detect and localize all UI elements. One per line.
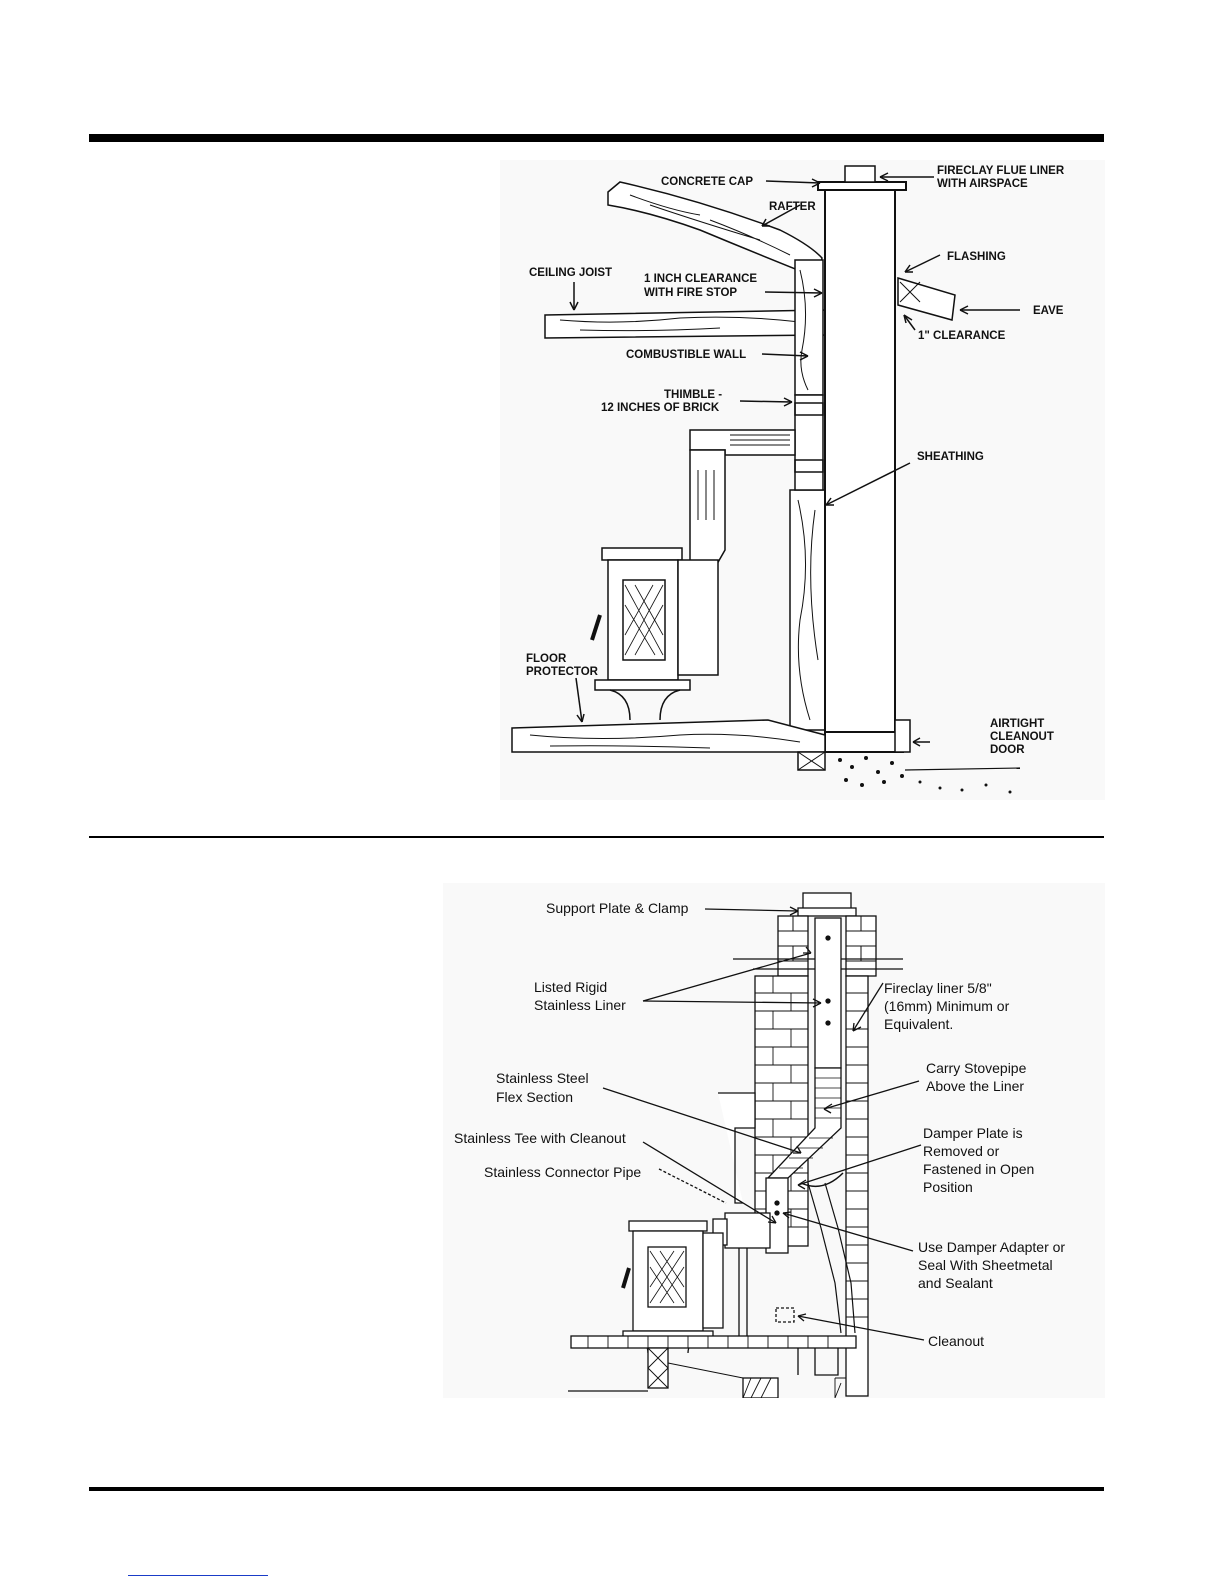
connector-horizontal — [724, 1212, 771, 1249]
label-ceiling-joist: CEILING JOIST — [529, 267, 612, 279]
label-fireclay-2: (16mm) Minimum or — [884, 998, 1010, 1014]
middle-rule — [89, 836, 1104, 838]
label-flex-1: Stainless Steel — [496, 1070, 589, 1086]
eave — [897, 276, 956, 321]
label-flashing: FLASHING — [947, 251, 1006, 263]
label-cleanout-2: CLEANOUT — [990, 731, 1054, 743]
chimney-body — [824, 189, 896, 733]
label-clearance-2: WITH FIRE STOP — [644, 287, 737, 299]
pellet-stove-1 — [590, 547, 719, 721]
footer-link-underline[interactable] — [128, 1575, 268, 1576]
label-concrete-cap: CONCRETE CAP — [661, 176, 753, 188]
label-sheathing: SHEATHING — [917, 451, 984, 463]
chimney-base — [824, 731, 904, 753]
smoke-chamber — [718, 1092, 756, 1204]
bottom-rule — [89, 1487, 1104, 1491]
floor-joist-2 — [742, 1377, 779, 1398]
floor-joist-1 — [647, 1347, 669, 1389]
label-adapter-1: Use Damper Adapter or — [918, 1239, 1065, 1255]
label-one-inch-clearance: 1" CLEARANCE — [918, 330, 1006, 342]
label-thimble-1: THIMBLE - — [664, 389, 722, 401]
label-adapter-3: and Sealant — [918, 1275, 993, 1291]
masonry-chimney-diagram: CONCRETE CAP FIRECLAY FLUE LINER WITH AI… — [500, 160, 1105, 800]
concrete-cap — [817, 181, 907, 191]
label-rafter: RAFTER — [769, 201, 816, 213]
label-fireclay-1: Fireclay liner 5/8" — [884, 980, 992, 996]
label-listed-1: Listed Rigid — [534, 979, 607, 995]
cleanout-box — [775, 1307, 795, 1323]
label-flex-2: Flex Section — [496, 1089, 573, 1105]
label-cleanout-3: DOOR — [990, 744, 1025, 756]
label-connector: Stainless Connector Pipe — [484, 1164, 641, 1180]
chimney-right-wall — [845, 975, 869, 1397]
top-rule — [89, 134, 1104, 142]
label-adapter-2: Seal With Sheetmetal — [918, 1257, 1053, 1273]
label-damper-3: Fastened in Open — [923, 1161, 1034, 1177]
flue-liner-top — [844, 165, 876, 183]
label-cleanout: Cleanout — [928, 1333, 984, 1349]
ceiling-joist — [544, 309, 826, 339]
label-fireclay-2: WITH AIRSPACE — [937, 178, 1028, 190]
label-carry-1: Carry Stovepipe — [926, 1060, 1027, 1076]
label-support-plate: Support Plate & Clamp — [546, 900, 689, 916]
hearth-floor — [570, 1335, 857, 1349]
label-listed-2: Stainless Liner — [534, 997, 626, 1013]
label-clearance-1: 1 INCH CLEARANCE — [644, 273, 757, 285]
damper-plate — [800, 1172, 844, 1188]
label-floor-1: FLOOR — [526, 653, 567, 665]
combustible-wall-upper — [794, 259, 824, 396]
thimble — [794, 394, 824, 491]
label-cleanout-1: AIRTIGHT — [990, 718, 1044, 730]
label-combustible-wall: COMBUSTIBLE WALL — [626, 349, 746, 361]
label-tee: Stainless Tee with Cleanout — [454, 1130, 626, 1146]
label-carry-2: Above the Liner — [926, 1078, 1024, 1094]
label-thimble-2: 12 INCHES OF BRICK — [601, 402, 720, 414]
label-fireclay-3: Equivalent. — [884, 1016, 953, 1032]
label-damper-4: Position — [923, 1179, 973, 1195]
cleanout-door — [894, 719, 911, 753]
label-damper-2: Removed or — [923, 1143, 1000, 1159]
label-eave: EAVE — [1033, 305, 1064, 317]
combustible-wall-lower — [789, 489, 826, 731]
label-floor-2: PROTECTOR — [526, 666, 599, 678]
pellet-stove-2 — [621, 1220, 724, 1354]
label-fireclay-1: FIRECLAY FLUE LINER — [937, 165, 1065, 177]
stainless-liner-diagram: Support Plate & Clamp Listed Rigid Stain… — [443, 883, 1105, 1398]
label-damper-1: Damper Plate is — [923, 1125, 1023, 1141]
